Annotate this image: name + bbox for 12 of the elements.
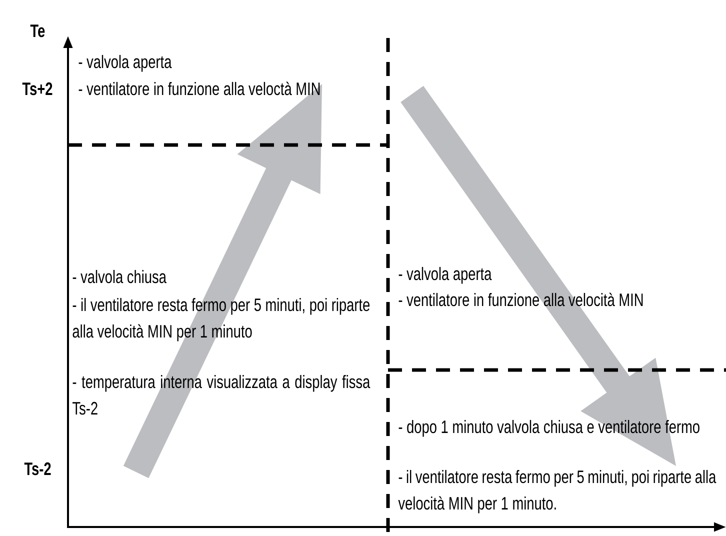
note-text: - temperatura interna visualizzata a display fissa Ts-2 (72, 374, 370, 415)
note-text: - valvola chiusa (72, 270, 166, 284)
axis-label: Ts-2 (24, 462, 51, 476)
note-text: - dopo 1 minuto valvola chiusa e ventilatore fermo (398, 420, 700, 437)
axis-label: Ts+2 (22, 82, 52, 96)
note-text: - il ventilatore resta fermo per 5 minuti, poi riparte alla velocità MIN per 1 minuto. (398, 470, 716, 514)
axis-label: Te (30, 24, 45, 38)
note-text: - il ventilatore resta fermo per 5 minuti, poi riparte alla velocità MIN per 1 minuto (72, 298, 370, 342)
note-text: - ventilatore in funzione alla veloctà MIN (78, 82, 320, 96)
note-text: - valvola aperta (398, 266, 492, 284)
note-text: - valvola aperta (78, 54, 172, 72)
note-text: - ventilatore in funzione alla velocità MIN (398, 292, 643, 306)
